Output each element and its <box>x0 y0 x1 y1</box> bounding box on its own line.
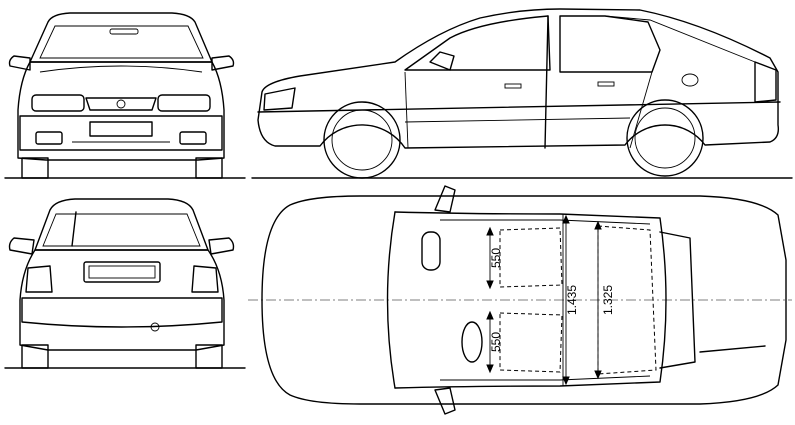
rear-bumper <box>21 297 223 328</box>
front-windshield-inner <box>39 25 204 59</box>
top-roof-rail-right <box>440 375 651 381</box>
dim-seat-front-line <box>486 226 494 290</box>
front-hood-line <box>39 65 203 73</box>
top-left-mirror <box>434 185 456 213</box>
top-dashboard-left <box>421 231 441 271</box>
side-rear-window <box>559 15 661 73</box>
dim-interior-rear-label: 1.325 <box>601 285 615 315</box>
top-view: 550 550 1.435 1.325 <box>248 185 792 415</box>
side-body-outline <box>257 8 780 149</box>
top-front-seat-left <box>499 227 563 288</box>
front-body <box>17 61 225 161</box>
side-front-wheel <box>323 101 401 179</box>
dim-seat-rear-label: 550 <box>489 332 503 352</box>
side-roof-rail <box>604 15 761 65</box>
side-rear-rim <box>634 107 696 169</box>
rear-right-mirror <box>208 237 235 255</box>
dim-interior-rear-line <box>594 220 602 380</box>
rear-left-mirror <box>8 237 35 255</box>
front-grille <box>85 97 157 111</box>
front-mirror <box>109 28 139 35</box>
rear-view <box>4 198 246 369</box>
top-front-seat-right <box>499 312 563 373</box>
side-front-door-edge <box>404 71 409 149</box>
rear-body <box>19 249 225 351</box>
rear-exhaust <box>150 322 160 332</box>
rear-license-plate-recess <box>83 261 161 283</box>
dim-interior-front-label: 1.435 <box>565 285 579 315</box>
side-rear-door-edge <box>629 71 653 149</box>
rear-right-tail-light <box>191 265 219 293</box>
side-front-door-handle <box>504 83 522 89</box>
side-front-window <box>404 15 551 71</box>
front-left-tire <box>21 157 49 179</box>
top-body-outline <box>261 195 787 405</box>
front-left-mirror <box>8 55 31 71</box>
rear-wiper <box>71 211 77 247</box>
top-cabin-outline <box>394 211 667 389</box>
rear-right-tire <box>195 344 223 369</box>
side-rear-door-handle <box>597 81 615 87</box>
front-bumper <box>19 115 223 151</box>
dim-seat-front-label: 550 <box>489 248 503 268</box>
rear-license-plate <box>88 265 156 279</box>
top-right-mirror <box>434 387 456 415</box>
side-view <box>251 8 793 179</box>
front-license-plate <box>89 121 153 137</box>
top-roof-rail-left <box>440 219 651 225</box>
front-windshield <box>29 12 213 63</box>
side-moulding-lower <box>404 117 631 123</box>
side-tail-light <box>754 61 777 103</box>
front-view <box>4 12 246 179</box>
side-rear-wheel <box>626 99 704 177</box>
front-right-headlight <box>157 94 211 112</box>
side-b-pillar <box>544 15 549 149</box>
top-steering-wheel <box>461 321 483 363</box>
top-rear-wiper <box>699 345 766 353</box>
top-rear-bench <box>597 225 657 375</box>
side-mirror <box>429 51 455 71</box>
rear-left-tail-light <box>25 265 53 293</box>
front-right-tire <box>195 157 223 179</box>
side-front-rim <box>331 109 393 171</box>
dim-seat-rear-line <box>486 310 494 374</box>
side-moulding-upper <box>257 101 781 113</box>
top-windshield-base <box>386 211 396 389</box>
front-right-foglight <box>179 131 207 145</box>
side-fuel-cap <box>681 73 699 87</box>
front-right-mirror <box>211 55 235 71</box>
front-left-foglight <box>35 131 63 145</box>
rear-window-inner <box>42 213 201 247</box>
rear-window <box>34 198 209 251</box>
side-headlight <box>263 87 296 111</box>
top-rear-window <box>659 231 696 369</box>
rear-left-tire <box>21 344 49 369</box>
front-left-headlight <box>31 94 85 112</box>
dim-interior-front-line <box>562 214 570 386</box>
front-badge-icon <box>116 99 126 109</box>
